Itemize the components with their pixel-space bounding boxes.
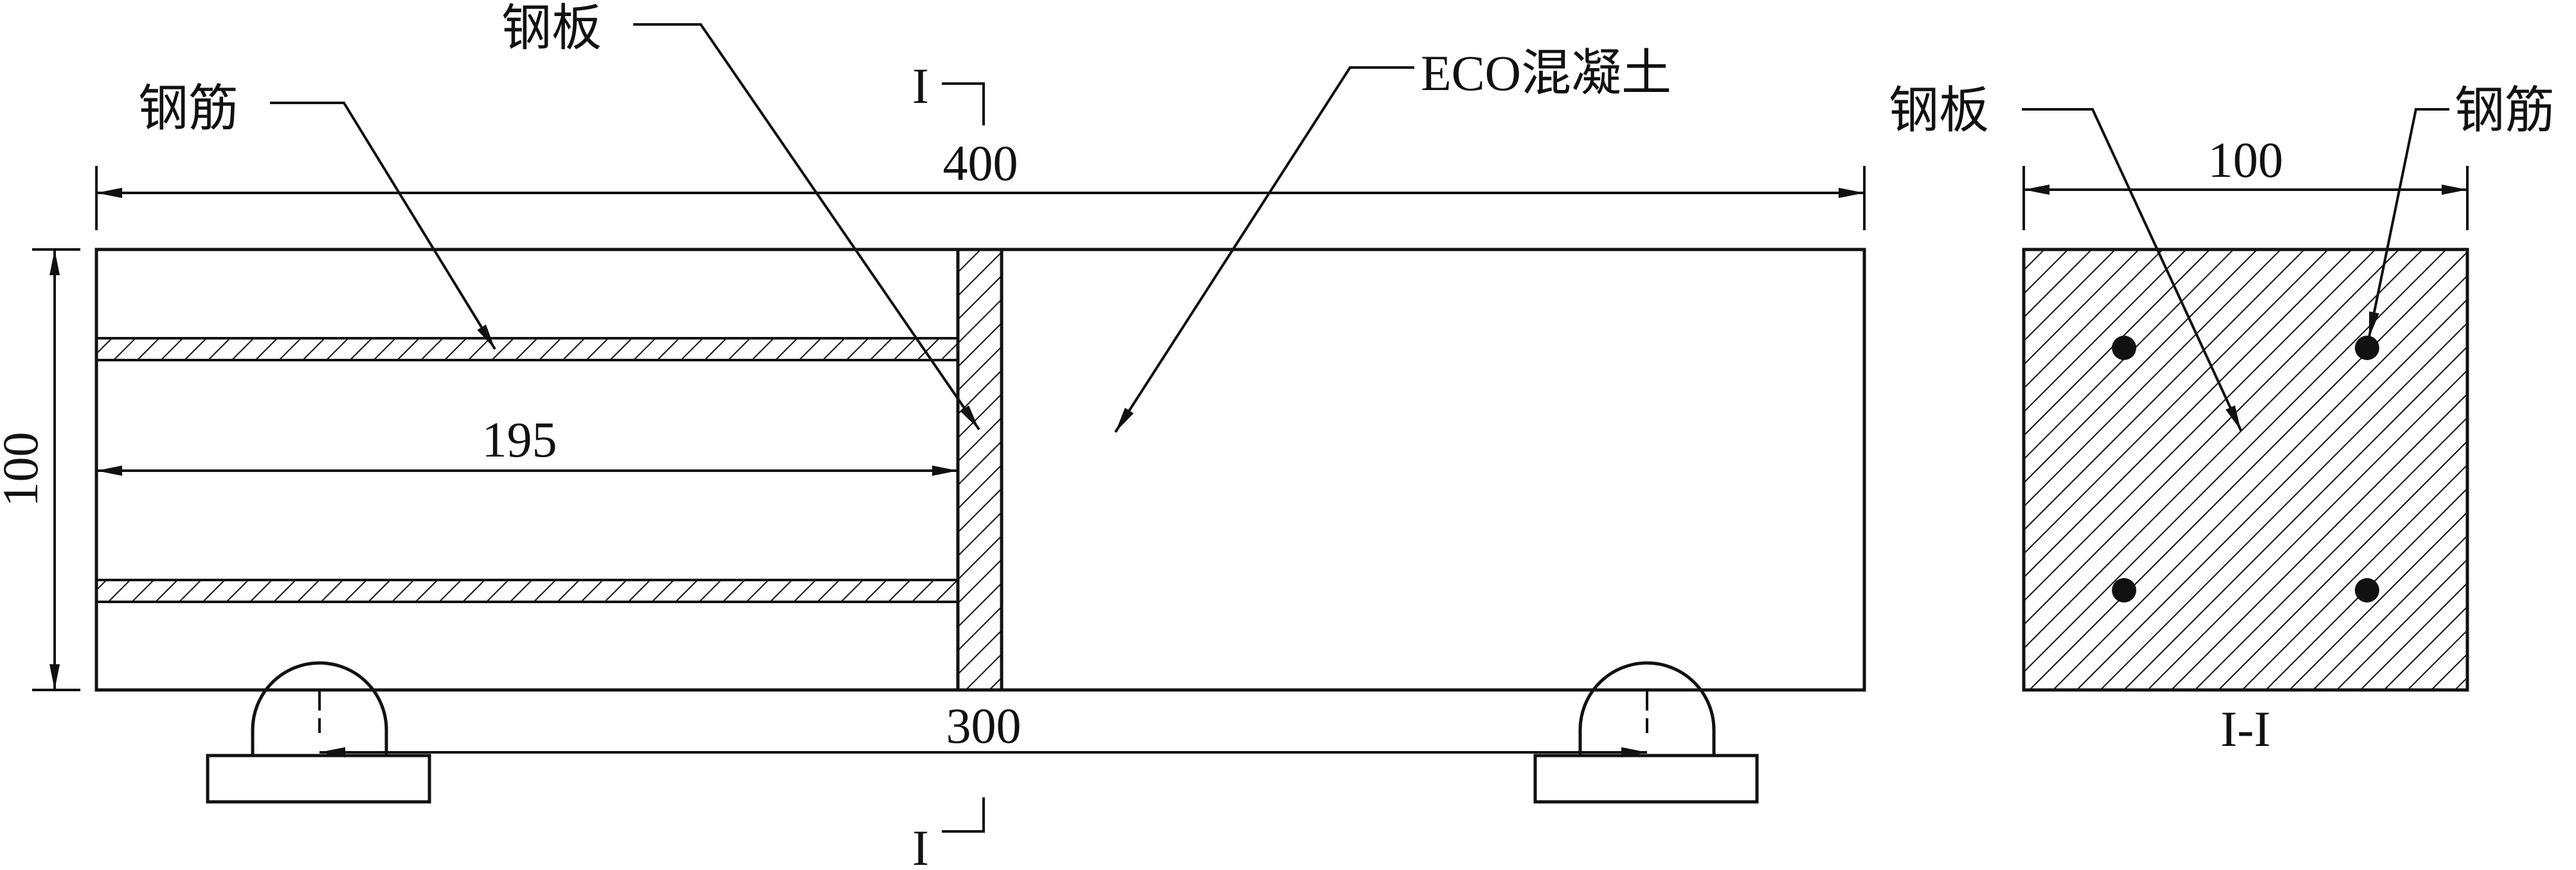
svg-text:I: I xyxy=(912,820,929,870)
label-steel-plate-elevation: 钢板 xyxy=(501,0,602,56)
left-support xyxy=(206,661,431,804)
lower-rebar xyxy=(95,579,959,603)
dimension-height: 100 xyxy=(0,248,80,691)
beam-elevation xyxy=(95,248,1866,692)
rebar-dot-bottom-left xyxy=(2112,578,2136,603)
section-mark-top: I xyxy=(912,58,985,125)
label-rebar-elevation: 钢筋 xyxy=(138,80,239,136)
section-title: I-I xyxy=(2220,701,2271,757)
leader-rebar-section: 钢筋 xyxy=(2368,82,2555,338)
dimension-label-section-width: 100 xyxy=(2208,132,2283,188)
leader-rebar-elevation: 钢筋 xyxy=(138,80,496,350)
rebar-dot-top-right xyxy=(2355,336,2379,360)
dimension-section-width: 100 xyxy=(2022,132,2469,230)
dimension-total-length: 400 xyxy=(95,135,1866,230)
label-steel-plate-section: 钢板 xyxy=(1889,82,1989,138)
leader-steel-plate-section: 钢板 xyxy=(1889,82,2242,431)
steel-plate xyxy=(956,248,1004,692)
rebar-dot-bottom-right xyxy=(2355,578,2379,603)
right-support xyxy=(1533,661,1759,804)
leader-steel-plate-elevation: 钢板 xyxy=(501,0,980,431)
dimension-label-total-length: 400 xyxy=(943,135,1018,191)
label-rebar-section: 钢筋 xyxy=(2454,82,2555,138)
rebar-dot-top-left xyxy=(2112,336,2136,360)
dimension-support-span: 300 xyxy=(320,698,1647,757)
dimension-label-support-span: 300 xyxy=(946,698,1022,754)
cross-section-hatched xyxy=(2022,248,2469,692)
dimension-label-rebar-length: 195 xyxy=(482,412,557,467)
section-mark-bottom: I xyxy=(912,797,985,870)
dimension-rebar-length: 195 xyxy=(96,412,958,476)
upper-rebar xyxy=(95,337,959,361)
leader-eco-concrete: ECO混凝土 xyxy=(1114,45,1671,433)
label-eco-concrete: ECO混凝土 xyxy=(1421,45,1671,101)
dimension-label-height: 100 xyxy=(0,432,48,507)
svg-text:I: I xyxy=(912,58,929,114)
cross-section-view: I-I xyxy=(2022,248,2469,757)
